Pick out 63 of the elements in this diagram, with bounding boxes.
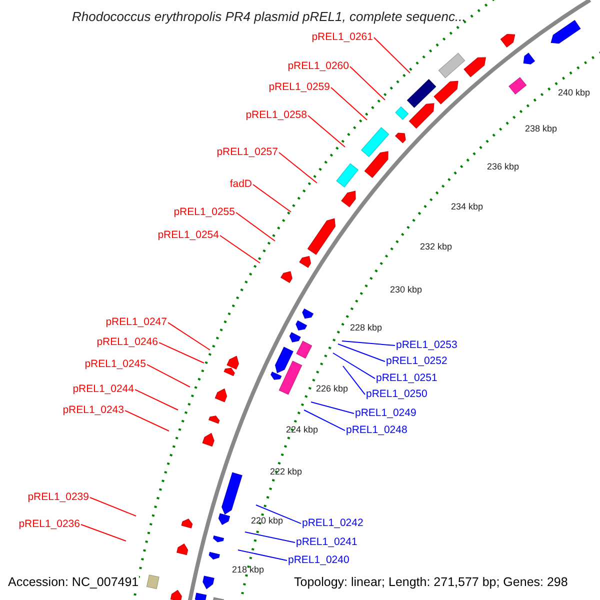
gene-label: pREL1_0246 (96, 336, 158, 348)
gene-label: fadD (230, 178, 252, 190)
footer-text: Accession: NC_007491 (8, 576, 139, 588)
leader-line (330, 87, 368, 120)
leader-line (134, 389, 178, 410)
gene-label: pREL1_0242 (302, 518, 364, 528)
leader-line (158, 342, 204, 364)
scale-label: 218 kbp (232, 566, 264, 574)
gene-label: pREL1_0247 (106, 316, 167, 328)
scale-label: 232 kbp (420, 242, 452, 252)
gene-label: pREL1_0239 (28, 492, 89, 502)
gene-label: pREL1_0260 (288, 60, 349, 72)
gene-label: pREL1_0252 (386, 356, 448, 366)
scale-label: 230 kbp (390, 286, 422, 294)
gene-label: pREL1_0241 (296, 536, 358, 548)
gene-label: pREL1_0254 (158, 230, 219, 240)
scale-label: 222 kbp (270, 468, 302, 476)
footer-text: Topology: linear; Length: 271,577 bp; Genes: 298 (294, 576, 568, 588)
leader-line (342, 340, 396, 346)
scale-label: 234 kbp (451, 202, 484, 212)
gene-label: pREL1_0258 (246, 110, 307, 120)
scale-label: 228 kbp (350, 324, 382, 332)
leader-line (350, 66, 386, 100)
gene-label: pREL1_0261 (312, 32, 373, 42)
leader-line (342, 366, 366, 396)
gene-label: pREL1_0248 (346, 424, 408, 436)
scale-label: 240 kbp (558, 88, 590, 98)
leader-line (256, 504, 302, 524)
scale-label: 236 kbp (487, 162, 520, 172)
gene-label: pREL1_0255 (174, 206, 235, 218)
leader-line (90, 497, 136, 516)
gene-label: pREL1_0257 (216, 146, 278, 158)
leader-line (338, 344, 386, 362)
gene-label: pREL1_0240 (288, 554, 350, 566)
scale-label: 238 kbp (525, 124, 558, 134)
leader-line (308, 115, 346, 148)
leader-line (310, 402, 354, 414)
scale-label: 220 kbp (251, 516, 284, 526)
gene-label: pREL1_0236 (18, 518, 80, 530)
leader-line (220, 235, 260, 264)
scale-label: 226 kbp (316, 384, 348, 394)
gene-label: pREL1_0251 (376, 372, 438, 384)
leader-line (374, 37, 410, 74)
gene-label: pREL1_0249 (355, 408, 416, 418)
gene-label: pREL1_0250 (366, 388, 428, 400)
gene-label: pREL1_0259 (268, 82, 330, 92)
leader-line (236, 212, 276, 242)
title: Rhodococcus erythropolis PR4 plasmid pREL1, complete sequenc... (72, 10, 466, 23)
gene-label: pREL1_0244 (72, 384, 134, 394)
gene-label: pREL1_0243 (62, 404, 124, 416)
leader-line (244, 532, 296, 544)
leader-line (252, 184, 292, 212)
leader-line (124, 410, 170, 432)
gene-label: pREL1_0253 (396, 340, 458, 350)
leader-line (304, 410, 346, 432)
leader-line (146, 364, 190, 388)
scale-label: 224 kbp (286, 426, 318, 434)
leader-line (278, 152, 318, 184)
leader-line (80, 524, 126, 542)
gene-label: pREL1_0245 (84, 358, 146, 370)
leader-line (332, 352, 376, 380)
leader-line (238, 550, 288, 562)
leader-line (168, 322, 210, 350)
